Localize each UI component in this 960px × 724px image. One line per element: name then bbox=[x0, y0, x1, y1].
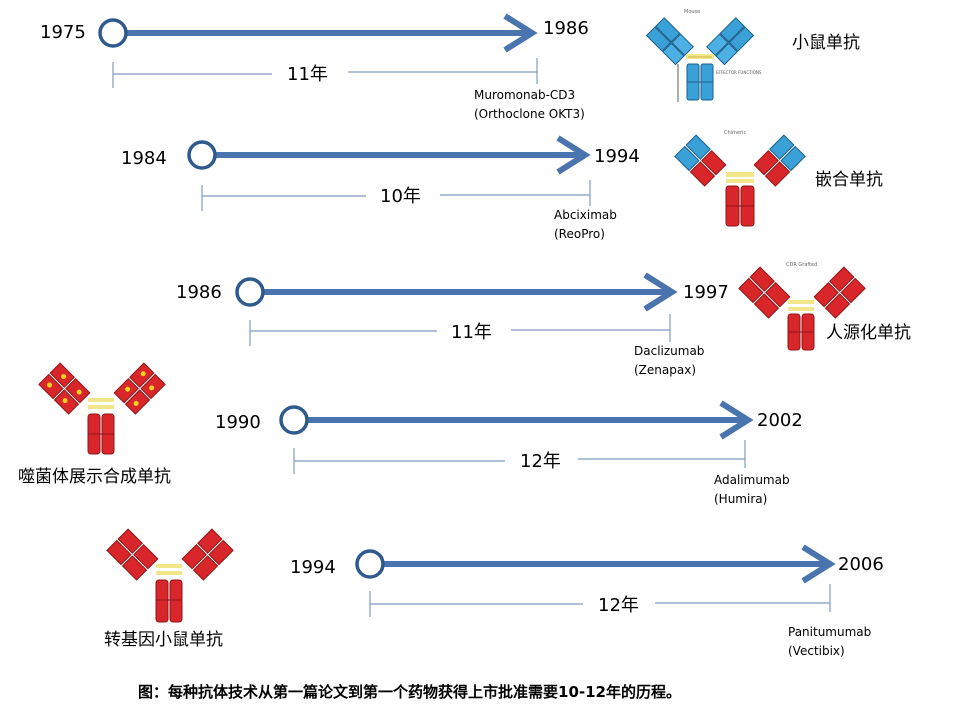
start-year: 1975 bbox=[40, 22, 86, 43]
end-year: 2006 bbox=[838, 554, 884, 575]
end-year: 1994 bbox=[594, 146, 640, 167]
timeline-row-3: 1986 1997 11年 Daclizumab (Zenapax) 人源化单抗 bbox=[176, 272, 911, 377]
duration-label: 11年 bbox=[451, 322, 492, 343]
start-circle bbox=[235, 277, 265, 307]
drug-trade-name: (Humira) bbox=[714, 492, 767, 506]
antibody-type-label: 嵌合单抗 bbox=[815, 170, 883, 190]
end-year: 1997 bbox=[683, 282, 729, 303]
mini-label-cdr: CDR Grafted bbox=[786, 262, 817, 268]
duration-label: 12年 bbox=[598, 595, 639, 616]
antibody-type-label: 转基因小鼠单抗 bbox=[104, 630, 223, 650]
humanized-antibody-icon: CDR Grafted bbox=[738, 262, 866, 351]
timeline-row-1: 1975 1986 11年 Muromonab-CD3 (Orthoclone … bbox=[40, 13, 860, 121]
start-circle bbox=[187, 140, 217, 170]
antibody-type-label: 小鼠单抗 bbox=[792, 33, 860, 53]
timeline-row-4: 1990 2002 12年 Adalimumab (Humira) 噬菌体展示合… bbox=[18, 400, 803, 506]
figure-caption: 图：每种抗体技术从第一篇论文到第一个药物获得上市批准需要10-12年的历程。 bbox=[138, 683, 681, 701]
mini-label-mouse: Mouse bbox=[684, 9, 700, 15]
drug-name: Daclizumab bbox=[634, 344, 704, 358]
duration-label: 11年 bbox=[287, 64, 328, 85]
drug-trade-name: (Zenapax) bbox=[634, 363, 696, 377]
antibody-type-label: 噬菌体展示合成单抗 bbox=[18, 467, 171, 487]
antibody-type-label: 人源化单抗 bbox=[826, 323, 911, 343]
phage-display-antibody-icon bbox=[38, 362, 166, 455]
start-circle bbox=[279, 405, 309, 435]
start-year: 1984 bbox=[121, 148, 167, 169]
timeline-row-5: 1994 2006 12年 Panitumumab (Vectibix) 转基因… bbox=[104, 544, 884, 658]
mouse-antibody-icon: Mouse EFFECTOR FUNCTIONS bbox=[645, 9, 762, 102]
drug-trade-name: (ReoPro) bbox=[554, 227, 605, 241]
drug-name: Panitumumab bbox=[788, 625, 871, 639]
start-year: 1986 bbox=[176, 282, 222, 303]
mini-label-effector: EFFECTOR FUNCTIONS bbox=[716, 70, 762, 75]
duration-label: 10年 bbox=[380, 186, 421, 207]
drug-name: Adalimumab bbox=[714, 473, 790, 487]
timeline-arrow-head bbox=[503, 13, 538, 53]
end-year: 2002 bbox=[757, 410, 803, 431]
timeline-arrow-head bbox=[643, 272, 678, 312]
start-year: 1990 bbox=[215, 412, 261, 433]
transgenic-antibody-icon bbox=[106, 528, 234, 623]
drug-trade-name: (Orthoclone OKT3) bbox=[474, 107, 585, 121]
timeline-arrow-head bbox=[801, 544, 836, 584]
mini-label-chimeric: Chimeric bbox=[724, 130, 746, 136]
drug-name: Muromonab-CD3 bbox=[474, 88, 575, 102]
chimeric-antibody-icon: Chimeric bbox=[674, 130, 806, 227]
duration-label: 12年 bbox=[520, 451, 561, 472]
timeline-row-2: 1984 1994 10年 Abciximab (ReoPro) 嵌合单抗 bbox=[121, 135, 883, 241]
drug-name: Abciximab bbox=[554, 208, 617, 222]
start-year: 1994 bbox=[290, 557, 336, 578]
timeline-arrow-head bbox=[719, 400, 754, 440]
end-year: 1986 bbox=[543, 18, 589, 39]
timeline-arrow-head bbox=[556, 135, 591, 175]
start-circle bbox=[98, 18, 128, 48]
drug-trade-name: (Vectibix) bbox=[788, 644, 845, 658]
start-circle bbox=[355, 549, 385, 579]
